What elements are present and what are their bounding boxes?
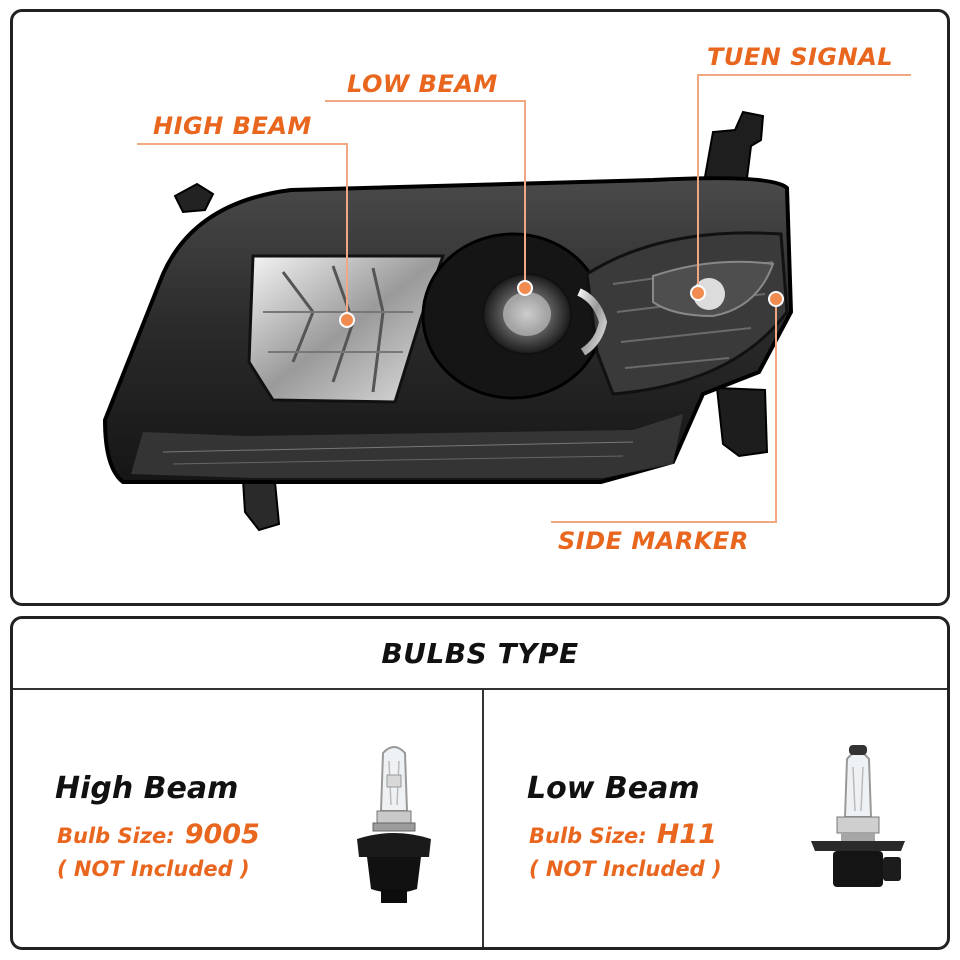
high-beam-bulb-size-row: Bulb Size: 9005	[57, 819, 260, 850]
low-beam-bulb-size-label: Bulb Size:	[529, 824, 647, 848]
high-beam-bulb-size-label: Bulb Size:	[57, 824, 175, 848]
bulbs-header-divider	[13, 688, 947, 690]
low-beam-bulb-name: Low Beam	[527, 771, 700, 806]
bulbs-type-title: BULBS TYPE	[381, 637, 579, 670]
headlight-diagram-panel: HIGH BEAM LOW BEAM TUEN SIGNAL SIDE MARK…	[10, 9, 950, 606]
headlight-illustration	[102, 110, 794, 532]
low-beam-leader-h	[325, 100, 525, 102]
turn-signal-leader-v	[697, 74, 699, 284]
bulbs-type-panel: BULBS TYPE High Beam Bulb Size: 9005 ( NO…	[10, 616, 950, 950]
low-beam-bulb-size-row: Bulb Size: H11	[529, 819, 717, 850]
turn-signal-leader-h	[697, 74, 911, 76]
bulb-h11-icon	[811, 745, 905, 887]
side-marker-leader-v	[775, 298, 777, 522]
bulb-9005-icon	[357, 746, 431, 903]
high-beam-leader-v	[346, 143, 348, 319]
high-beam-bulb-size-value: 9005	[184, 819, 260, 850]
high-beam-leader-h	[137, 143, 347, 145]
high-beam-callout: HIGH BEAM	[153, 112, 312, 140]
bulbs-column-divider	[482, 690, 484, 947]
turn-signal-callout: TUEN SIGNAL	[707, 43, 894, 71]
low-beam-bulb-note: ( NOT Included )	[529, 857, 722, 881]
high-beam-bulb-name: High Beam	[55, 771, 239, 806]
side-marker-callout: SIDE MARKER	[558, 527, 749, 555]
low-beam-bulb-size-value: H11	[656, 819, 717, 850]
side-marker-leader-h	[551, 521, 777, 523]
low-beam-leader-v	[524, 100, 526, 288]
low-beam-callout: LOW BEAM	[347, 70, 498, 98]
high-beam-bulb-note: ( NOT Included )	[57, 857, 250, 881]
